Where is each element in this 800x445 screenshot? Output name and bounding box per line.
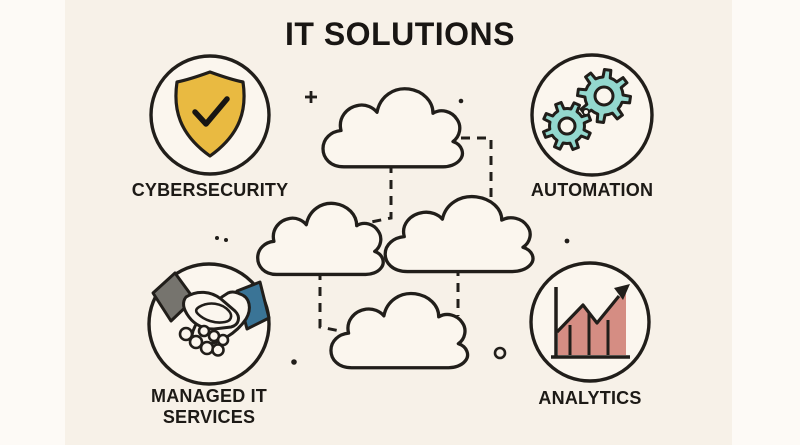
dot-decoration [564, 238, 570, 244]
plus-decoration [305, 91, 317, 103]
cloud-network [256, 87, 535, 370]
label-managed-it-services: MANAGED IT SERVICES [151, 386, 267, 427]
automation-badge [530, 53, 654, 177]
dot-decoration [458, 98, 464, 104]
cloud-bottom-icon [329, 291, 470, 370]
analytics-badge [529, 261, 651, 383]
cloud-top-icon [321, 87, 465, 169]
cybersecurity-badge [149, 54, 271, 176]
label-analytics: ANALYTICS [538, 388, 642, 408]
decorations [215, 91, 570, 365]
right-margin [732, 0, 800, 445]
trend-arrowhead [614, 284, 630, 300]
dot-decoration [215, 236, 219, 240]
connector-top-to-midright [461, 136, 493, 203]
left-margin [0, 0, 65, 445]
cloud-connectors [318, 136, 493, 333]
cloud-mid-left-icon [256, 201, 385, 276]
label-cybersecurity: CYBERSECURITY [131, 180, 289, 200]
chart-bars [568, 313, 610, 355]
handshake-icon [151, 271, 271, 357]
managed-it-services-badge [147, 262, 271, 386]
gears-icon [533, 64, 636, 160]
label-automation: AUTOMATION [530, 180, 654, 200]
dot-decoration [224, 238, 228, 242]
growth-chart-icon [551, 284, 630, 359]
dot-decoration [291, 359, 297, 365]
chart-axes [551, 287, 630, 359]
trend-line [555, 294, 621, 334]
connector-top-to-midleft [365, 164, 393, 225]
ring-decoration [493, 346, 507, 360]
connector-midleft-to-bottom [318, 271, 341, 333]
page-title: IT SOLUTIONS [285, 16, 515, 52]
shield-check-icon [174, 70, 246, 158]
cloud-mid-right-icon [383, 194, 535, 274]
